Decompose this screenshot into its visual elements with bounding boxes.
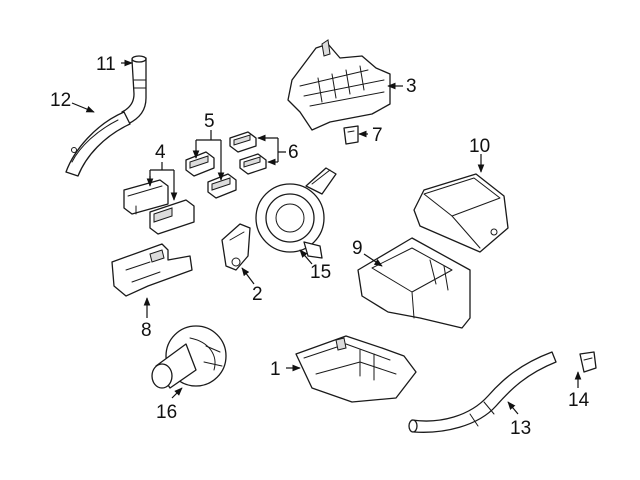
callout-16: 16 <box>156 402 177 423</box>
part-16-blower <box>151 325 227 389</box>
callout-3: 3 <box>406 76 417 97</box>
part-3-bracket <box>287 39 391 131</box>
callout-12: 12 <box>50 90 71 111</box>
part-7-clip <box>343 125 359 145</box>
callout-9: 9 <box>352 238 363 259</box>
part-5-relays <box>185 151 237 199</box>
part-1-housing <box>295 335 417 403</box>
callout-labels: 11 12 3 7 5 6 4 10 9 15 2 8 1 16 13 14 <box>50 54 590 439</box>
callout-6: 6 <box>288 142 299 163</box>
part-10-cover <box>413 173 509 253</box>
callout-11: 11 <box>96 54 116 75</box>
part-15-clock-spring <box>255 167 337 259</box>
part-6-relays <box>229 131 267 175</box>
part-9-box <box>357 237 471 329</box>
leader-lines <box>71 59 582 415</box>
part-14-clip <box>579 351 597 373</box>
callout-4: 4 <box>155 142 166 163</box>
callout-2: 2 <box>252 284 263 305</box>
callout-15: 15 <box>310 262 331 283</box>
part-13-hose <box>408 351 557 433</box>
callout-7: 7 <box>372 125 383 146</box>
part-11-hose <box>121 55 147 125</box>
part-12-duct <box>65 111 131 177</box>
callout-5: 5 <box>204 111 215 132</box>
callout-1: 1 <box>270 359 281 380</box>
callout-14: 14 <box>568 390 590 411</box>
callout-8: 8 <box>141 320 152 341</box>
callout-13: 13 <box>510 418 531 439</box>
part-8-bracket <box>111 243 193 297</box>
part-2-bracket <box>221 223 251 271</box>
part-4-modules <box>123 179 195 235</box>
callout-10: 10 <box>469 136 490 157</box>
